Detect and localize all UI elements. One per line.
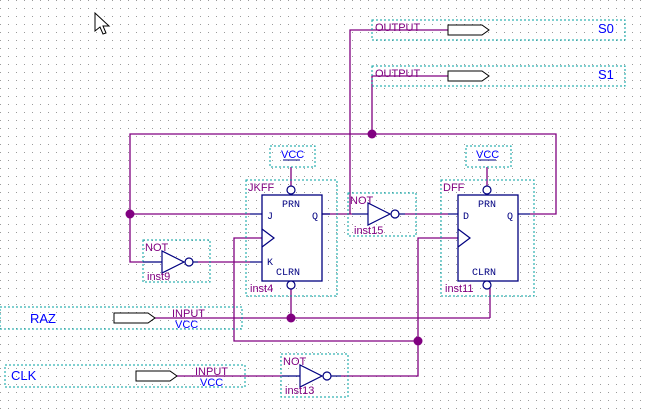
- frame-box: [371, 65, 626, 87]
- clrn-bubble: [482, 280, 492, 290]
- output-pin-symbol: [447, 24, 490, 36]
- output-pin-s1[interactable]: OUTPUT S1: [371, 65, 626, 87]
- port-clrn: CLRN: [276, 268, 300, 279]
- input-default-label: VCC: [200, 377, 223, 389]
- frame-box: [440, 179, 535, 297]
- frame-box: [0, 306, 243, 330]
- wire-clock-jk: [233, 237, 418, 342]
- jkff-inst4[interactable]: JKFF PRN J Q K CLRN inst4: [245, 179, 338, 297]
- output-type-label: OUTPUT: [375, 22, 421, 34]
- vcc-label: VCC: [281, 149, 304, 161]
- pin-name: S0: [598, 21, 614, 36]
- vcc-symbol-jkff[interactable]: VCC: [269, 145, 316, 168]
- not-gate-inst13[interactable]: NOT inst13: [280, 353, 349, 398]
- frame-box: [4, 364, 246, 388]
- frame-box: [465, 145, 512, 168]
- input-pin-symbol: [113, 312, 156, 324]
- vcc-symbol-dff[interactable]: VCC: [465, 145, 512, 168]
- input-pin-clk[interactable]: CLK INPUT VCC: [4, 364, 246, 389]
- wire-feedback-loop: [129, 133, 557, 263]
- port-q: Q: [312, 212, 318, 223]
- primitive-type-label: JKFF: [248, 182, 275, 194]
- frame-box: [347, 192, 417, 237]
- not-gate-inst9[interactable]: NOT inst9: [142, 239, 211, 283]
- wire-clock-d: [341, 237, 458, 377]
- frame-box: [280, 353, 349, 398]
- frame-box: [142, 239, 211, 283]
- vcc-label: VCC: [476, 149, 499, 161]
- input-type-label: INPUT: [195, 366, 228, 378]
- not-triangle: [299, 364, 324, 388]
- junctions: [125, 129, 423, 346]
- input-pin-symbol: [135, 370, 178, 382]
- instance-label: inst9: [147, 271, 170, 283]
- arrow-cursor-icon: [94, 11, 111, 35]
- junction-dot: [286, 313, 296, 323]
- not-triangle: [367, 202, 392, 226]
- clock-triangle: [261, 228, 275, 248]
- port-clrn: CLRN: [472, 268, 496, 279]
- junction-dot: [413, 336, 423, 346]
- port-j: J: [267, 212, 273, 223]
- frame-box: [371, 19, 626, 41]
- instance-label: inst11: [445, 283, 474, 295]
- port-prn: PRN: [282, 200, 300, 211]
- input-pin-raz[interactable]: RAZ INPUT VCC: [0, 306, 243, 331]
- pin-name: S1: [598, 67, 614, 82]
- junction-dot: [125, 209, 135, 219]
- not-gate-inst15[interactable]: NOT inst15: [347, 192, 417, 237]
- output-pin-s0[interactable]: OUTPUT S0: [371, 19, 626, 41]
- frame-box: [245, 179, 338, 297]
- instance-label: inst15: [354, 225, 383, 237]
- prn-bubble: [482, 185, 492, 195]
- instance-label: inst13: [285, 385, 314, 397]
- not-bubble: [322, 371, 332, 381]
- prn-bubble: [286, 185, 296, 195]
- not-triangle: [161, 250, 186, 274]
- not-bubble: [184, 257, 194, 267]
- output-pin-symbol: [447, 70, 490, 82]
- junction-dot: [367, 129, 377, 139]
- input-type-label: INPUT: [172, 308, 205, 320]
- frame-box: [269, 145, 316, 168]
- wire-s0: [349, 29, 448, 214]
- port-q: Q: [507, 212, 513, 223]
- port-d: D: [463, 212, 469, 223]
- clock-triangle: [457, 228, 471, 248]
- port-k: K: [267, 258, 273, 269]
- input-default-label: VCC: [175, 319, 198, 331]
- primitive-type-label: DFF: [443, 182, 465, 194]
- clrn-bubble: [286, 280, 296, 290]
- dff-inst11[interactable]: DFF PRN D Q CLRN inst11: [440, 179, 535, 297]
- output-type-label: OUTPUT: [375, 68, 421, 80]
- flipflop-body: [261, 194, 323, 282]
- not-bubble: [390, 209, 400, 219]
- flipflop-body: [457, 194, 519, 282]
- pin-name: RAZ: [30, 311, 56, 326]
- pin-name: CLK: [11, 368, 37, 383]
- port-prn: PRN: [478, 200, 496, 211]
- instance-label: inst4: [250, 283, 273, 295]
